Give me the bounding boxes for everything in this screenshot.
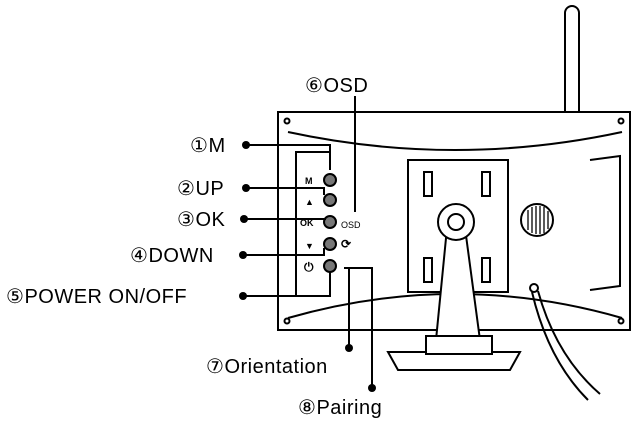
m-button[interactable] [323,173,337,187]
orientation-callout: ⑦Orientation [206,356,328,378]
power-icon: ⏻ [304,260,314,274]
osd-text: OSD [323,75,368,97]
down-icon: ▼ [305,241,314,251]
pairing-leader [344,267,373,388]
mount-slot-1 [423,171,433,197]
down-number: ④ [130,245,148,267]
cable-line-a [531,291,589,401]
mount-slot-4 [481,257,491,283]
down-callout: ④DOWN [130,245,214,267]
down-button[interactable] [323,237,337,251]
side-slot [589,154,621,291]
ok-number: ③ [177,209,195,231]
pairing-text: Pairing [316,397,382,419]
screw-bottom-right [617,317,625,325]
up-number: ② [177,178,195,200]
leader-dots [239,141,376,392]
ok-key-label: OK [300,218,314,228]
orientation-number: ⑦ [206,356,224,378]
power-dot [239,292,247,300]
ok-dot [240,215,248,223]
down-leader [243,248,325,256]
cable-plug [529,283,539,293]
speaker-grille [520,203,554,237]
leader-lines [243,96,373,388]
screw-bottom-left [283,317,291,325]
screw-top-right [617,117,625,125]
mount-slot-2 [481,171,491,197]
m-callout: ①M [190,135,226,157]
up-button[interactable] [323,193,337,207]
osd-callout: ⑥OSD [305,75,368,97]
speaker-outline [520,203,554,237]
monitor-top-curve [287,131,623,151]
up-leader [246,187,325,195]
power-callout: ⑤POWER ON/OFF [6,286,187,308]
up-icon: ▲ [305,197,314,207]
power-cable [529,283,601,401]
power-number: ⑤ [6,286,24,308]
m-key-label: M [305,176,313,186]
callouts: ⑥OSD ①M ②UP ③OK ④DOWN ⑤POWER ON/OFF ⑦Ori… [6,75,382,419]
power-leader [243,272,331,297]
screw-top-left [283,117,291,125]
stand-pivot-inner [447,213,465,231]
m-dot [242,141,250,149]
down-text: DOWN [148,245,213,267]
ok-button[interactable] [323,215,337,229]
ok-callout: ③OK [177,209,225,231]
m-leader [246,144,331,170]
power-button[interactable] [323,259,337,273]
pairing-dot [368,384,376,392]
down-dot [239,251,247,259]
stand-foot [425,335,493,355]
ok-text: OK [195,209,225,231]
osd-number: ⑥ [305,75,323,97]
m-text: M [208,135,225,157]
m-number: ① [190,135,208,157]
pairing-number: ⑧ [298,397,316,419]
pairing-callout: ⑧Pairing [298,397,382,419]
up-dot [242,184,250,192]
orientation-dot [345,344,353,352]
cable-line-b [537,290,601,395]
power-text: POWER ON/OFF [24,286,187,308]
mount-slot-3 [423,257,433,283]
up-text: UP [195,178,224,200]
osd-key-label: OSD [341,220,361,230]
up-callout: ②UP [177,178,224,200]
buttons [323,173,337,273]
orientation-text: Orientation [224,356,327,378]
stand [386,203,522,371]
rotate-icon: ⟳ [341,237,352,251]
